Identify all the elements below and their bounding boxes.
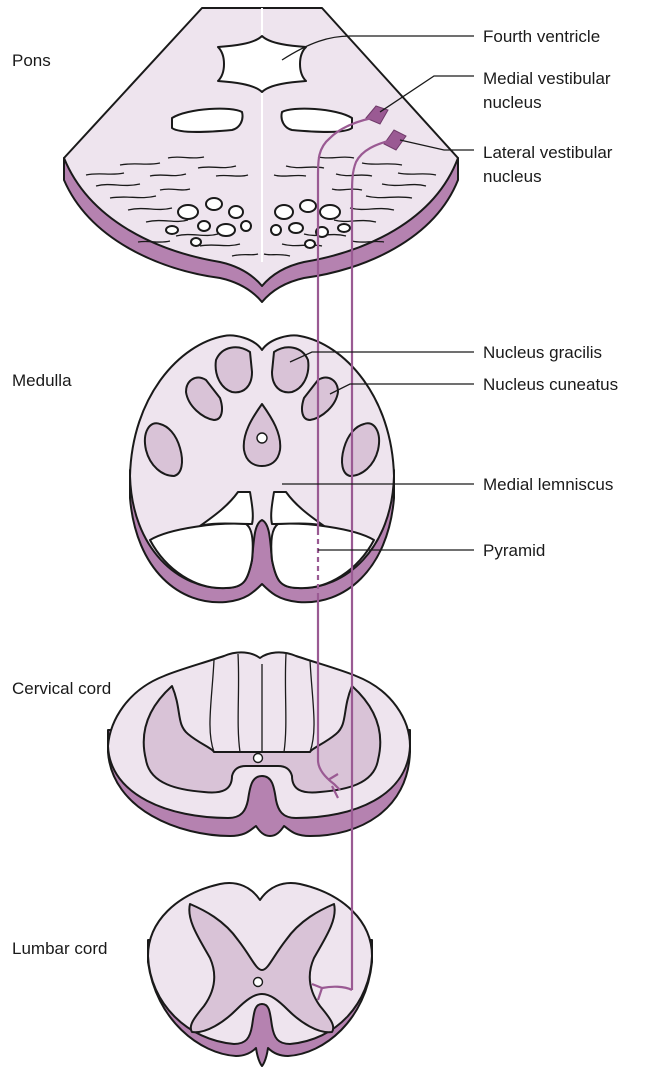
medulla-section (130, 336, 394, 603)
label-medulla: Medulla (12, 371, 72, 390)
cervical-central-canal (254, 754, 263, 763)
label-medial-lemniscus: Medial lemniscus (483, 475, 613, 494)
cervical-cord-section (108, 652, 410, 836)
label-lateral-vestibular-line2: nucleus (483, 167, 542, 186)
structure-labels: Fourth ventricle Medial vestibular nucle… (483, 27, 618, 560)
label-lumbar-cord: Lumbar cord (12, 939, 107, 958)
label-nucleus-cuneatus: Nucleus cuneatus (483, 375, 618, 394)
lumbar-central-canal (254, 978, 263, 987)
label-medial-vestibular-line1: Medial vestibular (483, 69, 611, 88)
label-lateral-vestibular-line1: Lateral vestibular (483, 143, 613, 162)
label-pons: Pons (12, 51, 51, 70)
label-cervical-cord: Cervical cord (12, 679, 111, 698)
label-fourth-ventricle: Fourth ventricle (483, 27, 600, 46)
pons-section (64, 8, 458, 302)
label-medial-vestibular-line2: nucleus (483, 93, 542, 112)
lumbar-cord-section (148, 883, 372, 1066)
medulla-central-canal (257, 433, 267, 443)
label-pyramid: Pyramid (483, 541, 545, 560)
label-nucleus-gracilis: Nucleus gracilis (483, 343, 602, 362)
